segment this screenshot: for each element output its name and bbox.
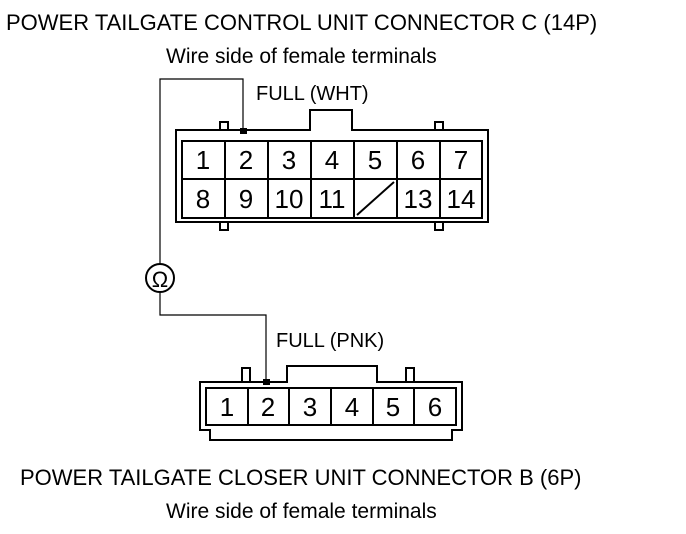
terminal-b-4: 4: [345, 392, 359, 422]
terminal-c-9: 9: [239, 184, 253, 214]
connector-b-label: FULL (PNK): [276, 330, 384, 352]
terminal-c-10: 10: [275, 184, 304, 214]
terminal-c-4: 4: [325, 145, 339, 175]
terminal-c-7: 7: [454, 145, 468, 175]
ohm-symbol: Ω: [152, 267, 168, 292]
connector-c-title: POWER TAILGATE CONTROL UNIT CONNECTOR C …: [6, 10, 598, 35]
lead-to-connector-b-terminal-2: [159, 293, 267, 384]
connector-c-subtitle: Wire side of female terminals: [166, 45, 437, 68]
probe-tip-b: [263, 379, 270, 385]
terminal-c-14: 14: [447, 184, 476, 214]
terminal-b-1: 1: [220, 392, 234, 422]
terminal-c-8: 8: [196, 184, 210, 214]
terminal-b-3: 3: [303, 392, 317, 422]
connector-b-title: POWER TAILGATE CLOSER UNIT CONNECTOR B (…: [20, 465, 582, 490]
terminal-c-6: 6: [411, 145, 425, 175]
probe-tip-c: [240, 128, 247, 134]
terminal-b-5: 5: [386, 392, 400, 422]
terminal-c-3: 3: [282, 145, 296, 175]
connector-b: [199, 365, 463, 441]
lead-to-connector-c-terminal-2: [159, 78, 244, 264]
terminal-c-5: 5: [368, 145, 382, 175]
terminal-c-2: 2: [239, 145, 253, 175]
connector-c-label: FULL (WHT): [256, 83, 369, 105]
meter-leads: [159, 78, 267, 384]
connector-c: [175, 109, 489, 231]
terminal-b-6: 6: [428, 392, 442, 422]
ohmmeter-symbol: [145, 263, 175, 293]
terminal-b-2: 2: [261, 392, 275, 422]
blank-cavity-slash: [356, 181, 395, 216]
terminal-c-1: 1: [196, 145, 210, 175]
connector-b-subtitle: Wire side of female terminals: [166, 500, 437, 523]
terminal-c-11: 11: [319, 184, 346, 214]
terminal-c-13: 13: [404, 184, 433, 214]
